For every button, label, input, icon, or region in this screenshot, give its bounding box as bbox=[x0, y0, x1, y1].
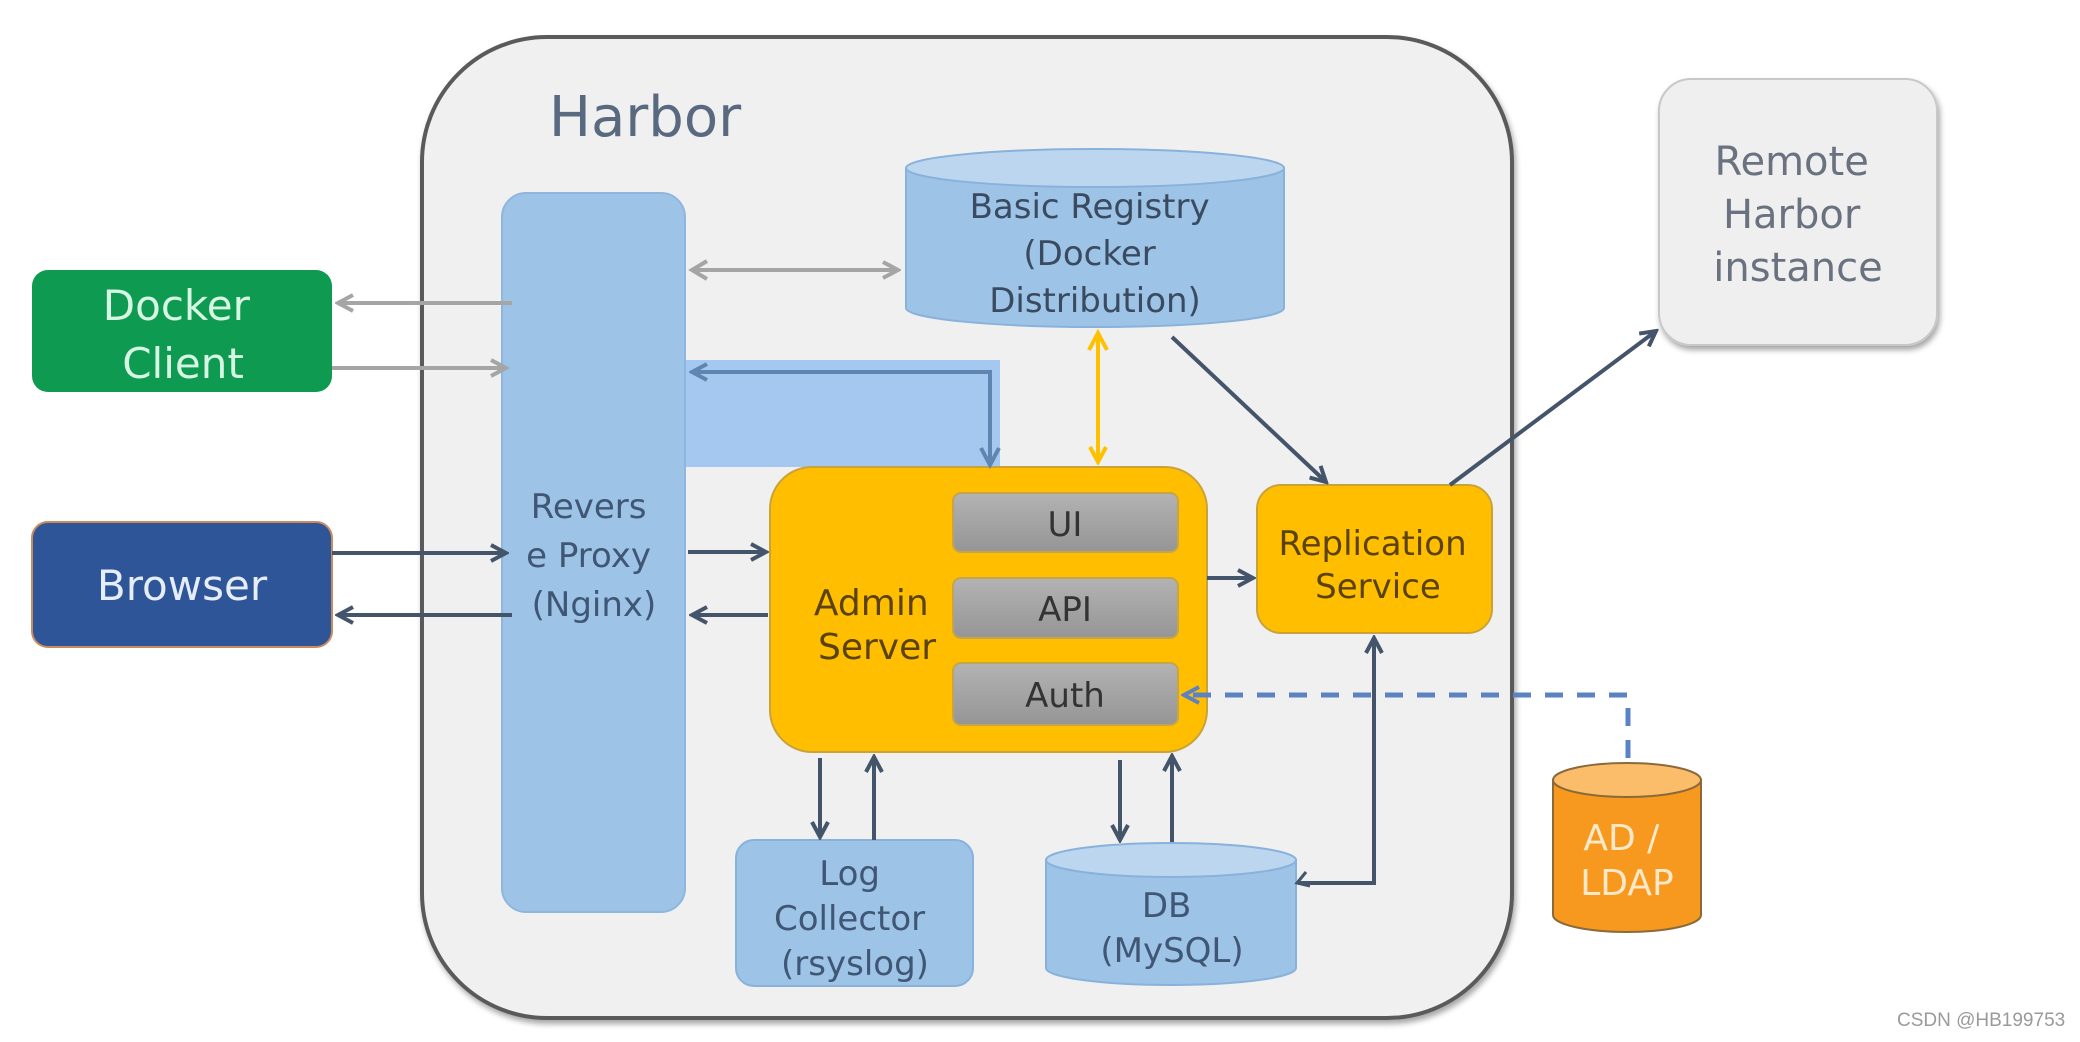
arrow-replication-to-remote bbox=[1448, 331, 1656, 487]
module-ui-label: UI bbox=[1048, 505, 1083, 545]
arrow-db-to-replication bbox=[1298, 638, 1374, 885]
db bbox=[1045, 842, 1297, 986]
arrow-ldap-to-auth bbox=[1184, 695, 1631, 758]
basic-registry bbox=[905, 148, 1285, 328]
log-collector-label: Log Collector (rsyslog) bbox=[774, 854, 936, 984]
module-ui: UI bbox=[952, 492, 1179, 553]
highlight-band bbox=[685, 360, 1000, 467]
watermark: CSDN @HB199753 bbox=[1897, 1010, 2066, 1031]
arrow-registry-to-replication bbox=[1170, 335, 1326, 482]
replication-service-label: Replication Service bbox=[1279, 524, 1478, 607]
ad-ldap-label: AD / LDAP bbox=[1580, 818, 1673, 904]
remote-harbor-instance bbox=[1658, 78, 1938, 346]
arrow-registry-admin-top-head bbox=[1087, 328, 1109, 351]
browser-label: Browser bbox=[97, 561, 268, 610]
module-api: API bbox=[952, 577, 1179, 639]
module-auth: Auth bbox=[952, 662, 1179, 726]
replication-service bbox=[1256, 484, 1493, 634]
module-api-label: API bbox=[1038, 590, 1092, 630]
docker-client bbox=[32, 270, 332, 392]
module-auth-label: Auth bbox=[1025, 676, 1105, 716]
log-collector bbox=[735, 839, 974, 987]
reverse-proxy-label: Revers e Proxy (Nginx) bbox=[526, 487, 662, 625]
db-label: DB (MySQL) bbox=[1100, 886, 1243, 971]
arrow-proxy-registry-left-head bbox=[688, 259, 709, 281]
docker-client-label: Docker Client bbox=[103, 281, 263, 388]
harbor-title: Harbor bbox=[549, 85, 742, 150]
arrow-band-down-head bbox=[979, 447, 1001, 470]
browser bbox=[31, 521, 333, 648]
basic-registry-label: Basic Registry (Docker Distribution) bbox=[970, 187, 1221, 321]
ad-ldap bbox=[1552, 762, 1702, 933]
admin-server-label: Admin Server bbox=[814, 583, 940, 668]
remote-harbor-label: Remote Harbor instance bbox=[1713, 139, 1882, 291]
arrow-band-elbow bbox=[692, 372, 992, 465]
arrow-db-side-head bbox=[1294, 871, 1311, 888]
